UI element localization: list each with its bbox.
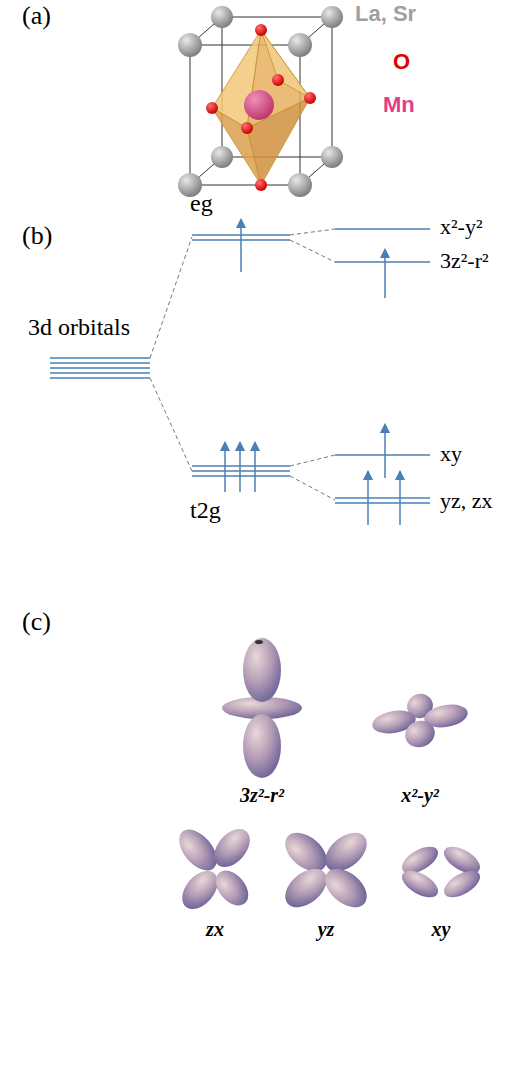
la-sr-atoms-part (321, 146, 343, 168)
spin-arrows-part (254, 443, 256, 492)
energy-levels (50, 229, 430, 503)
energy-levels-part (50, 372, 150, 373)
orbital-name: yz (318, 918, 335, 940)
energy-levels-part (335, 261, 430, 262)
la-sr-atoms-part (288, 33, 312, 57)
splitting-lines-part (290, 229, 335, 235)
orbital-x2-y2 (370, 690, 469, 751)
la-sr-atoms (178, 6, 343, 197)
orbital-xy (398, 841, 485, 902)
orbital-yz-part (318, 861, 374, 915)
splitting-lines-part (150, 378, 192, 471)
la-sr-atoms-part (211, 146, 233, 168)
orbital-zx-part (207, 822, 257, 874)
orbital-name: zx (206, 918, 224, 940)
spin-arrows-part (240, 220, 242, 272)
level-label: 3d orbitals (28, 314, 130, 340)
panel-label: (a) (22, 2, 51, 31)
energy-levels-part (50, 367, 150, 368)
splitting-lines-part (290, 455, 335, 466)
spin-arrows (225, 220, 400, 525)
level-label: eg (190, 190, 213, 216)
atom-label: La, Sr (355, 2, 416, 26)
orbital-zx (172, 822, 257, 916)
orbital-xy-part (398, 865, 443, 902)
orbital-zx-part (209, 864, 255, 911)
atom-label: O (393, 50, 410, 74)
oxygen-atoms-part (272, 74, 284, 86)
spin-arrows-part (384, 250, 386, 298)
energy-levels-part (50, 377, 150, 378)
energy-levels-part (50, 357, 150, 358)
energy-levels-part (192, 470, 290, 471)
spin-arrows-part (399, 472, 401, 525)
la-sr-atoms-part (321, 6, 343, 28)
energy-levels-part (335, 454, 430, 455)
oxygen-atoms (206, 24, 316, 191)
la-sr-atoms-part (288, 173, 312, 197)
oxygen-atoms-part (255, 24, 267, 36)
panel-label: (b) (22, 222, 52, 251)
orbital-zx-part (175, 864, 225, 916)
orbital-3z2-r2-part (243, 714, 281, 778)
orbital-label: xy (440, 442, 462, 466)
spin-arrows-part (224, 443, 226, 492)
mn-atom (244, 90, 274, 120)
energy-levels-part (335, 497, 430, 498)
energy-levels-part (192, 475, 290, 476)
energy-levels-part (335, 228, 430, 229)
splitting-lines (150, 229, 335, 500)
mn-atom-part (244, 90, 274, 120)
oxygen-atoms-part (255, 179, 267, 191)
spin-arrows-part (239, 443, 241, 492)
orbital-x2-y2-part (401, 717, 438, 752)
orbital-name: x²-y² (401, 784, 439, 806)
splitting-lines-part (290, 240, 335, 262)
orbital-xy-part (440, 865, 485, 902)
orbital-yz-part (278, 861, 334, 915)
oxygen-atoms-part (241, 122, 253, 134)
orbital-label: 3z²-r² (440, 249, 489, 273)
orbital-name: 3z²-r² (240, 784, 284, 806)
spin-arrows-part (367, 472, 369, 525)
energy-levels-part (192, 465, 290, 466)
splitting-lines-part (290, 476, 335, 500)
orbital-label: yz, zx (440, 489, 493, 513)
la-sr-atoms-part (211, 6, 233, 28)
orbital-label: x²-y² (440, 215, 483, 239)
orbital-3z2-r2-part (255, 640, 263, 644)
splitting-lines-part (150, 237, 192, 358)
orbital-yz (278, 825, 374, 915)
spin-arrows-part (384, 425, 386, 478)
energy-levels-part (50, 362, 150, 363)
energy-levels-part (335, 502, 430, 503)
level-label: t2g (190, 497, 221, 523)
orbital-3z2-r2-part (243, 638, 281, 702)
atom-label: Mn (383, 93, 415, 117)
la-sr-atoms-part (178, 33, 202, 57)
orbital-name: xy (432, 918, 451, 940)
oxygen-atoms-part (206, 102, 218, 114)
orbital-3z2-r2 (222, 638, 302, 778)
oxygen-atoms-part (304, 92, 316, 104)
panel-label: (c) (22, 608, 51, 637)
perovskite-cell (190, 17, 332, 185)
